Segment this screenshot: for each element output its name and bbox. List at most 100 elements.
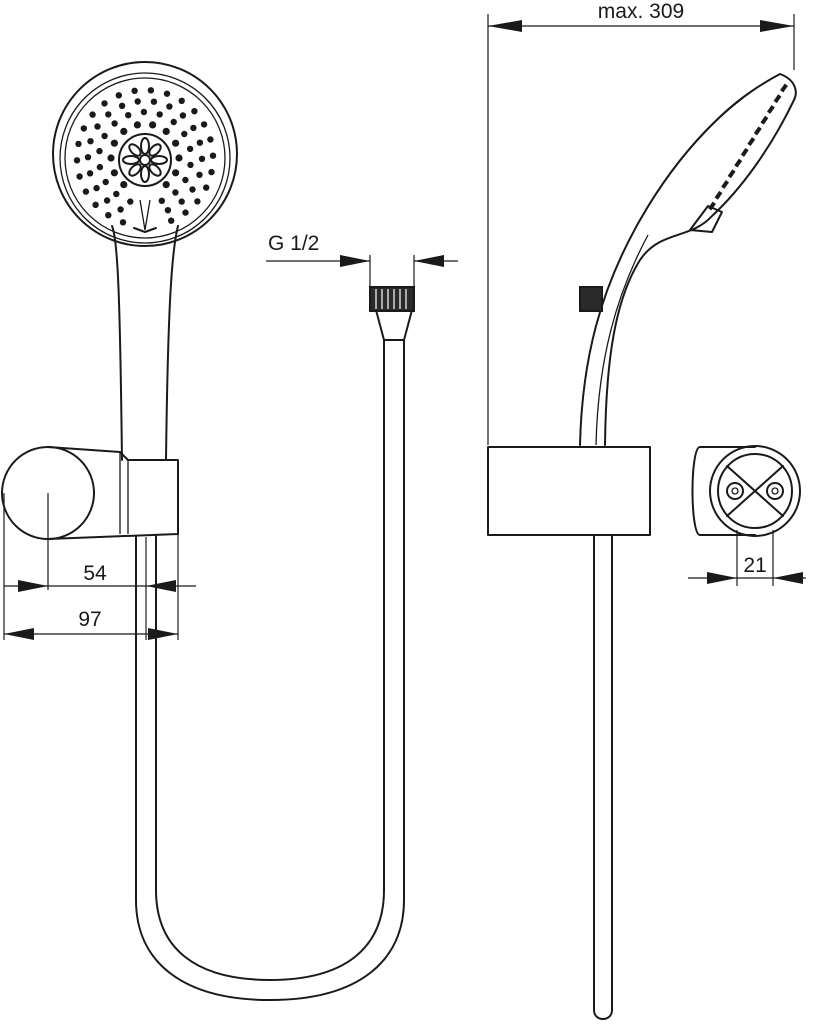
nozzle-dot xyxy=(196,171,203,178)
nozzle-dot xyxy=(168,217,175,224)
nozzle-dot xyxy=(75,140,82,148)
nozzle-dot xyxy=(164,207,172,214)
dimension-max-length: max. 309 xyxy=(487,0,795,445)
center-spray-petals xyxy=(122,137,168,183)
dimension-thread: G 1/2 xyxy=(266,232,458,287)
nozzle-dot xyxy=(80,125,88,132)
nozzle-dot xyxy=(162,181,170,189)
nozzle-dot xyxy=(172,189,179,196)
nozzle-dot xyxy=(115,92,123,99)
nozzle-dot xyxy=(118,102,126,110)
nozzle-dot xyxy=(133,121,141,129)
nozzle-dot xyxy=(190,124,197,132)
side-nozzle xyxy=(721,180,730,189)
nozzle-dot xyxy=(82,188,90,195)
front-view-handle xyxy=(111,225,179,461)
nozzle-dot xyxy=(207,136,214,143)
nozzle-dot xyxy=(87,138,94,145)
side-nozzle xyxy=(766,105,775,114)
side-nozzle xyxy=(747,137,756,147)
dimension-holder-depth-inner: 54 xyxy=(3,493,196,640)
hose-connector-nut xyxy=(369,286,415,312)
dimension-holder-depth-outer: 97 xyxy=(4,608,178,640)
nozzle-dot xyxy=(150,98,158,105)
nozzle-dot xyxy=(200,121,208,128)
nozzle-dot xyxy=(113,190,120,198)
nozzle-dot xyxy=(149,121,157,129)
nozzle-dot xyxy=(117,206,124,213)
nozzle-dot xyxy=(103,197,111,204)
nozzle-dot xyxy=(119,219,127,226)
nozzle-dot xyxy=(131,87,138,95)
nozzle-dot xyxy=(187,161,194,169)
side-nozzle xyxy=(773,94,782,104)
nozzle-dot xyxy=(166,103,173,110)
nozzle-dot xyxy=(203,184,210,191)
side-view-wall-holder xyxy=(487,446,651,536)
nozzle-dot xyxy=(179,112,187,119)
nozzle-dot xyxy=(209,152,217,159)
holder-end-view xyxy=(691,445,801,537)
nozzle-dot xyxy=(125,112,132,119)
front-view-shower-head xyxy=(52,61,238,247)
nozzle-dot xyxy=(102,178,109,186)
nozzle-dot xyxy=(208,168,215,176)
side-view-hose xyxy=(593,534,613,1020)
label-holder-width: 21 xyxy=(743,554,766,577)
nozzle-dot xyxy=(89,111,96,118)
nozzle-dot xyxy=(92,201,99,208)
nozzle-dot xyxy=(73,157,81,164)
nozzle-dot xyxy=(172,139,180,147)
side-nozzle xyxy=(760,115,769,125)
label-holder-depth-outer: 97 xyxy=(78,608,101,631)
nozzle-dot xyxy=(196,139,204,146)
nozzle-dot xyxy=(120,127,128,135)
side-nozzle xyxy=(780,83,788,93)
nozzle-dot xyxy=(162,127,170,135)
label-thread: G 1/2 xyxy=(268,232,319,255)
nozzle-dot xyxy=(127,198,134,205)
dimension-holder-width: 21 xyxy=(688,530,806,586)
nozzle-dot xyxy=(194,198,201,205)
nozzle-dot xyxy=(172,169,180,177)
nozzle-dot xyxy=(147,87,155,94)
side-nozzle xyxy=(740,147,749,157)
nozzle-dot xyxy=(182,176,189,184)
nozzle-dot xyxy=(94,123,101,130)
nozzle-dot xyxy=(105,111,112,118)
nozzle-dot xyxy=(156,111,163,118)
side-nozzle xyxy=(734,158,743,168)
nozzle-dot xyxy=(110,139,118,147)
nozzle-pattern-side xyxy=(708,83,788,211)
nozzle-dot xyxy=(111,120,118,127)
nozzle-dot xyxy=(178,97,185,105)
nozzle-dot xyxy=(93,184,100,192)
side-nozzle xyxy=(708,201,716,211)
side-nozzle xyxy=(714,190,723,200)
nozzle-dot xyxy=(182,209,189,216)
nozzle-dot xyxy=(101,100,108,107)
nozzle-dot xyxy=(191,108,198,115)
nozzle-dot xyxy=(84,154,92,161)
nozzle-dot xyxy=(76,173,83,180)
nozzle-dot xyxy=(110,169,118,177)
nozzle-dot xyxy=(120,181,128,189)
front-view-wall-holder xyxy=(1,446,179,540)
nozzle-dot xyxy=(107,154,115,162)
nozzle-dot xyxy=(96,147,103,155)
nozzle-dot xyxy=(134,98,141,105)
nozzle-dot xyxy=(86,170,94,177)
nozzle-dot xyxy=(181,130,188,138)
nozzle-dot xyxy=(96,163,104,171)
nozzle-dot xyxy=(170,118,177,126)
label-max-length: max. 309 xyxy=(598,0,684,23)
nozzle-dot xyxy=(178,198,185,205)
side-view-shower-head xyxy=(579,73,797,446)
label-holder-depth-inner: 54 xyxy=(83,562,107,585)
nozzle-pattern-front xyxy=(73,87,217,226)
side-nozzle xyxy=(727,169,736,179)
nozzle-dot xyxy=(189,186,196,193)
nozzle-dot xyxy=(101,132,108,140)
nozzle-dot xyxy=(163,90,171,97)
